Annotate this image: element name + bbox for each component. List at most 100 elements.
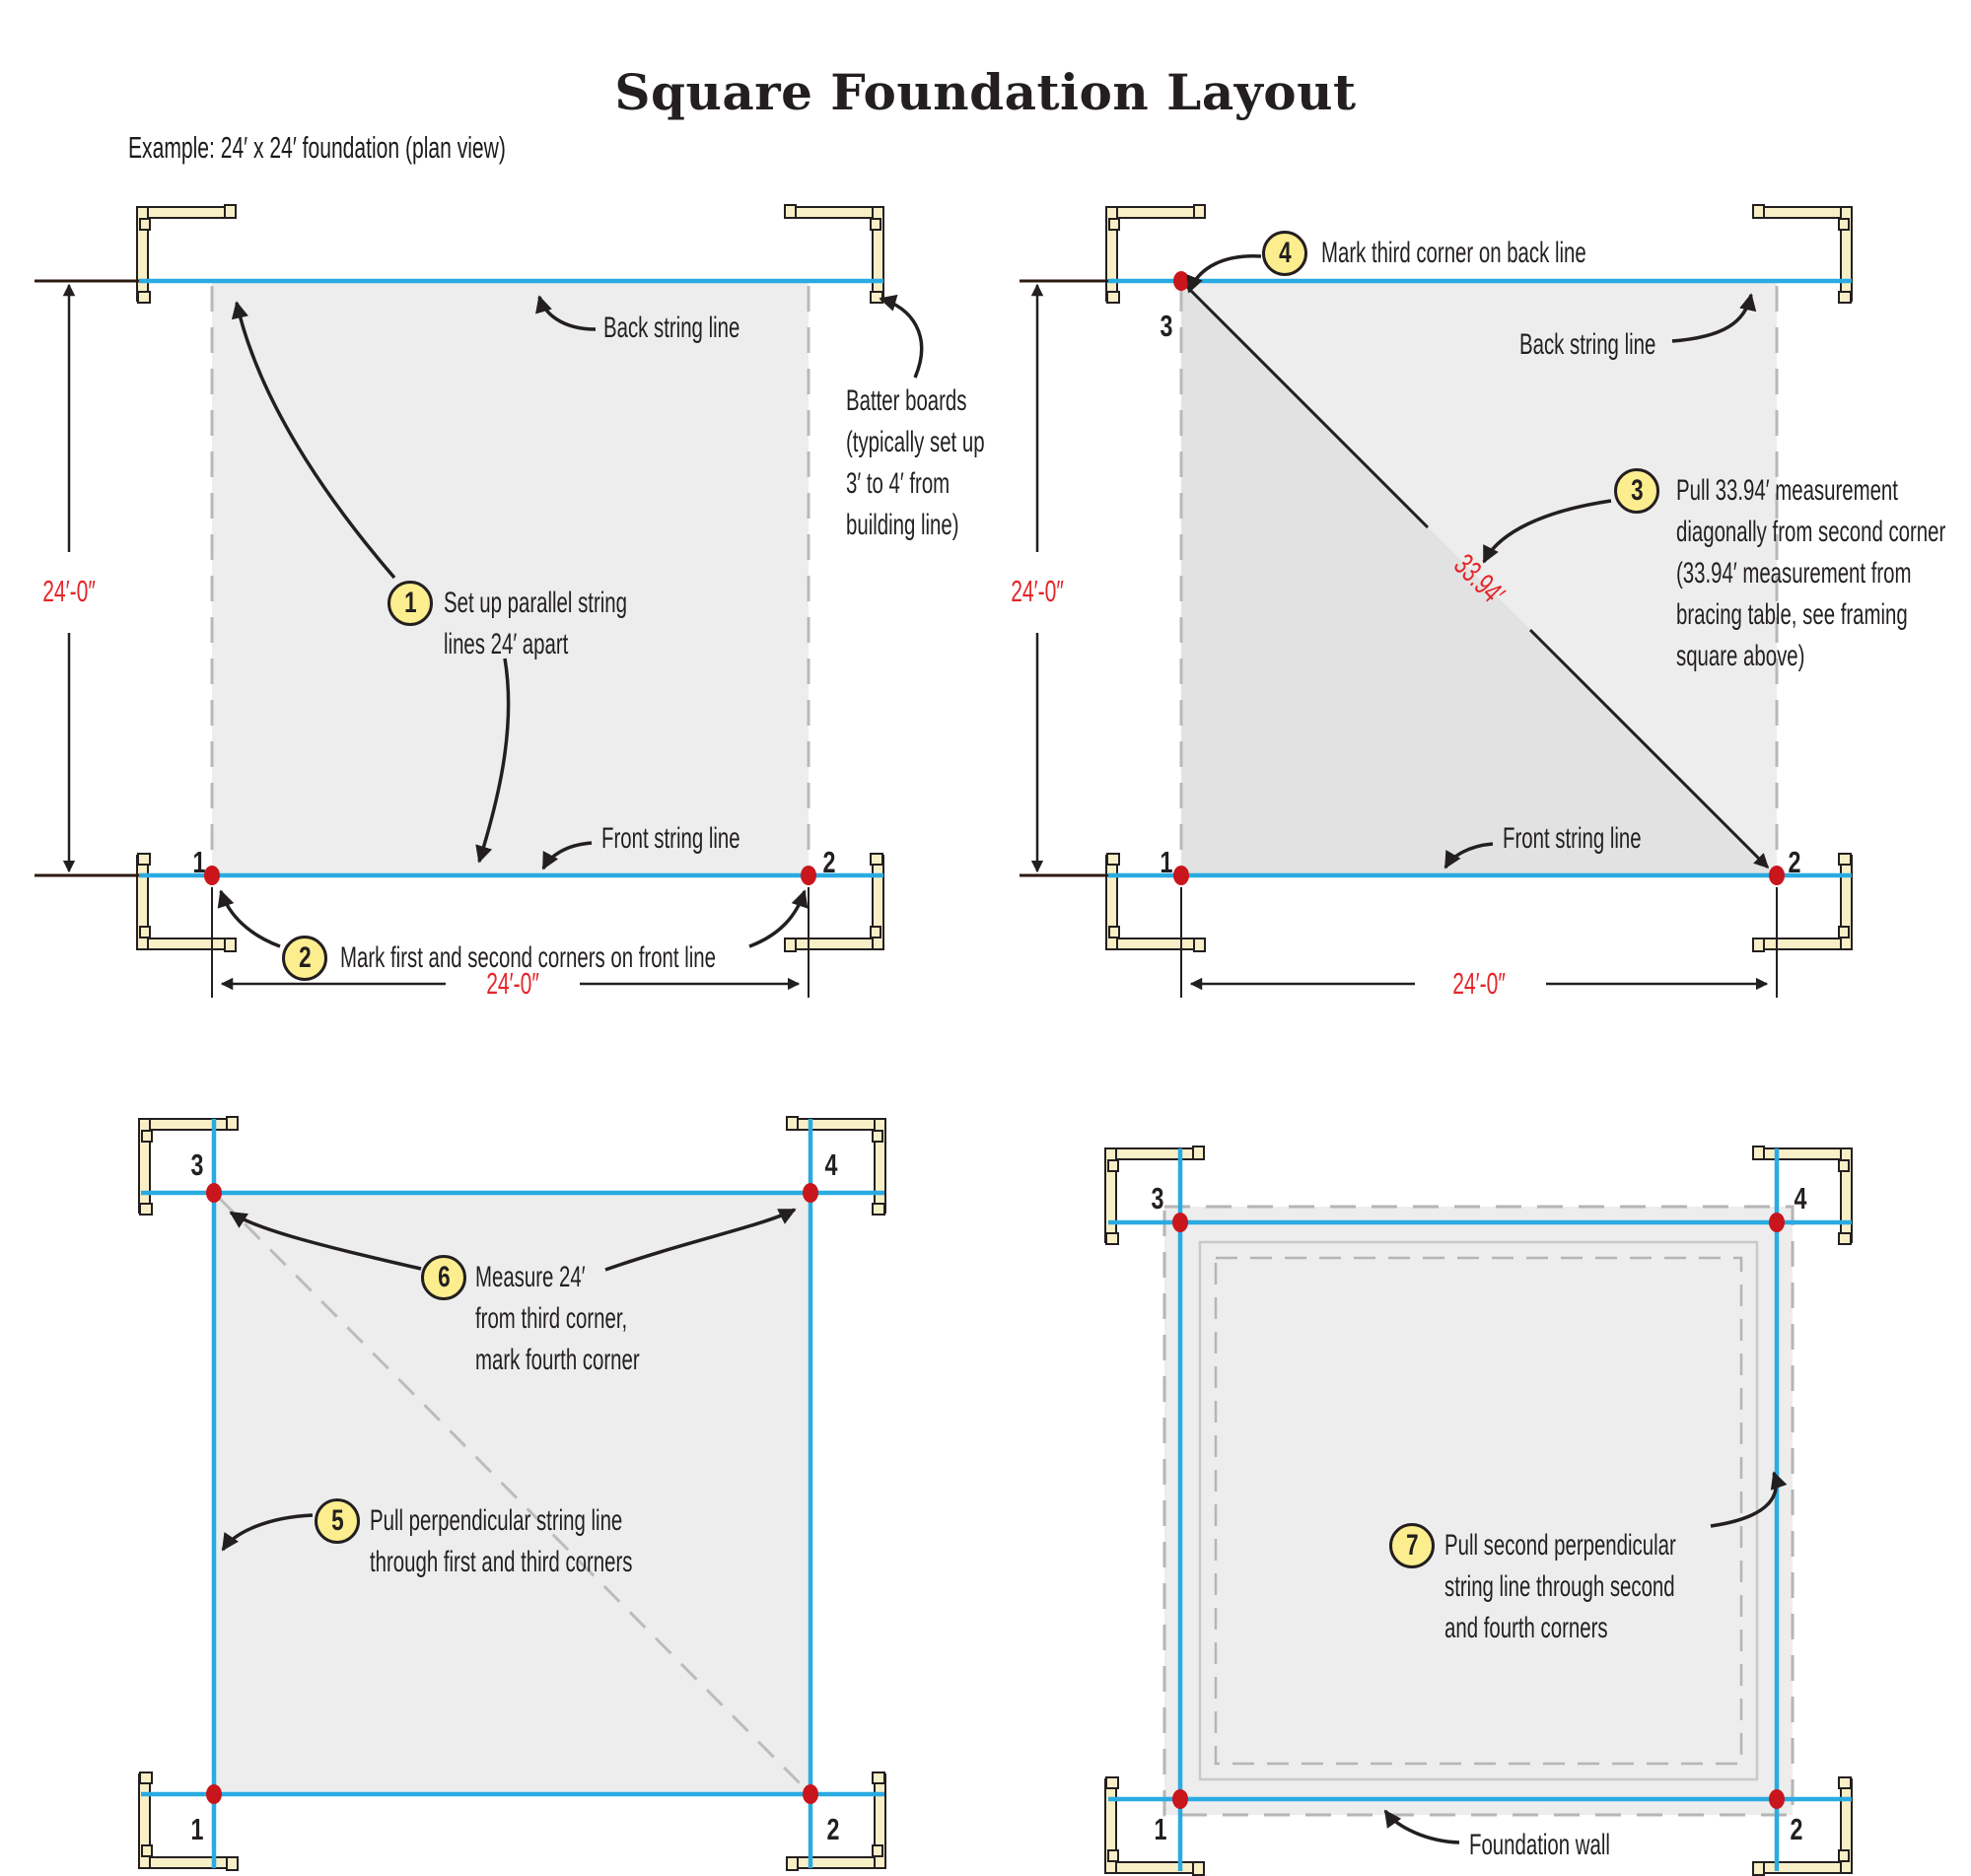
corner-1-label: 1 (1160, 845, 1173, 879)
panel-2-diagonal-measure (1020, 204, 1853, 998)
corner-3-marker (1172, 1213, 1188, 1232)
front-line-label-arrow (541, 841, 593, 870)
corner-1-marker (1172, 1789, 1188, 1809)
batter-boards-label-line: 3′ to 4′ from (846, 467, 950, 500)
diagonal-measure-line-arrow (1528, 628, 1770, 869)
step-6-arrow-to-corner-3 (229, 1211, 422, 1271)
step-5-arrow-to-left-line (221, 1513, 314, 1552)
step-3-text-line: bracing table, see framing (1676, 598, 1908, 631)
step-2-arrow-to-corner-2 (748, 889, 809, 948)
batter-boards-label-line: Batter boards (846, 384, 967, 417)
foundation-wall-label: Foundation wall (1469, 1829, 1610, 1861)
step-1-arrow-to-front-line (475, 658, 511, 864)
step-1-number: 1 (403, 587, 417, 619)
step-1-text-line: Set up parallel string (444, 587, 627, 619)
step-2-badge: 2 (282, 936, 327, 981)
corner-1-marker (1173, 866, 1189, 885)
corner-2-marker (1769, 1789, 1785, 1809)
step-2-arrow-to-corner-1 (217, 889, 281, 948)
back-string-line-label: Back string line (603, 312, 740, 344)
panel-1-parallel-lines (35, 204, 924, 998)
front-string-line-label: Front string line (601, 822, 740, 855)
panel-4-complete-layout (1104, 1146, 1853, 1876)
front-line-label-arrow (1443, 842, 1494, 869)
batter-board-label-arrow (879, 294, 924, 379)
example-caption: Example: 24′ x 24′ foundation (plan view… (128, 130, 506, 165)
step-6-text-line: Measure 24′ (475, 1261, 586, 1293)
step-6-text-line: mark fourth corner (475, 1344, 640, 1376)
step-6-badge: 6 (421, 1255, 466, 1300)
step-6-arrow-to-corner-4 (604, 1208, 797, 1272)
step-7-text-line: string line through second (1444, 1570, 1675, 1603)
batter-boards-label-line: building line) (846, 509, 959, 541)
step-7-number: 7 (1405, 1529, 1419, 1562)
step-5-text-line: Pull perpendicular string line (370, 1504, 623, 1537)
corner-2-label: 2 (822, 845, 836, 879)
step-4-number: 4 (1278, 237, 1292, 269)
step-3-number: 3 (1630, 474, 1644, 507)
diagonal-dashed-reference (217, 1196, 808, 1791)
step-3-arrow-to-diagonal (1482, 499, 1612, 564)
step-6-text-line: from third corner, (475, 1302, 628, 1335)
step-3-text-line: diagonally from second corner (1676, 516, 1946, 548)
back-line-label-arrow (535, 295, 597, 331)
corner-1-marker (204, 866, 220, 885)
corner-1-label: 1 (190, 1812, 204, 1846)
step-3-text-line: (33.94′ measurement from (1676, 557, 1912, 590)
layout-outline-dashed (1162, 1205, 1795, 1817)
step-5-text-line: through first and third corners (370, 1546, 633, 1578)
building-area-shading (212, 281, 809, 875)
step-5-badge: 5 (315, 1498, 360, 1544)
corner-2-marker (801, 866, 816, 885)
step-6-number: 6 (437, 1261, 451, 1293)
vertical-dimension-label: 24′-0″ (42, 574, 96, 608)
corner-3-label: 3 (1151, 1181, 1164, 1216)
horizontal-dimension-label: 24′-0″ (1452, 966, 1506, 1001)
step-7-text-line: and fourth corners (1444, 1612, 1608, 1644)
vertical-dimension-label: 24′-0″ (1011, 574, 1064, 608)
corner-4-marker (803, 1183, 818, 1203)
foundation-wall-label-arrow (1383, 1809, 1460, 1844)
step-7-arrow-to-right-line (1710, 1471, 1788, 1528)
corner-4-marker (1769, 1213, 1785, 1232)
step-1-text-line: lines 24′ apart (444, 628, 569, 660)
corner-3-label: 3 (1160, 309, 1173, 343)
foundation-wall-inner-dashed (1214, 1256, 1743, 1766)
corner-4-label: 4 (1794, 1181, 1807, 1216)
page-title: Square Foundation Layout (614, 63, 1357, 121)
corner-2-label: 2 (1788, 845, 1801, 879)
corner-4-label: 4 (824, 1147, 838, 1182)
corner-2-label: 2 (826, 1812, 840, 1846)
batter-boards-label-line: (typically set up (846, 426, 985, 458)
front-string-line-label: Front string line (1503, 822, 1642, 855)
step-7-badge: 7 (1389, 1523, 1435, 1568)
step-1-arrow-to-back-line (231, 301, 396, 580)
step-2-number: 2 (298, 941, 312, 974)
panel-3-perpendicular-lines (138, 1116, 886, 1871)
step-7-text-line: Pull second perpendicular (1444, 1529, 1676, 1562)
corner-2-label: 2 (1790, 1812, 1803, 1846)
corner-1-marker (206, 1784, 222, 1804)
step-2-text-line: Mark first and second corners on front l… (340, 941, 716, 974)
step-4-arrow-to-corner-3 (1186, 254, 1262, 294)
step-4-text-line: Mark third corner on back line (1321, 237, 1586, 269)
corner-3-label: 3 (190, 1147, 204, 1182)
horizontal-dimension-label: 24′-0″ (486, 966, 539, 1001)
corner-1-label: 1 (192, 845, 206, 879)
corner-2-marker (803, 1784, 818, 1804)
step-3-text-line: Pull 33.94′ measurement (1676, 474, 1898, 507)
building-area-shading (1164, 1207, 1793, 1815)
step-3-text-line: square above) (1676, 640, 1805, 672)
step-3-badge: 3 (1614, 468, 1659, 514)
back-string-line-label: Back string line (1519, 328, 1656, 361)
back-line-label-arrow (1671, 293, 1757, 343)
corner-3-marker (206, 1183, 222, 1203)
diagonal-measure-line (1185, 285, 1430, 529)
corner-1-label: 1 (1154, 1812, 1167, 1846)
step-4-badge: 4 (1262, 231, 1307, 276)
corner-3-marker (1173, 271, 1189, 291)
corner-2-marker (1769, 866, 1785, 885)
step-1-badge: 1 (387, 581, 433, 626)
